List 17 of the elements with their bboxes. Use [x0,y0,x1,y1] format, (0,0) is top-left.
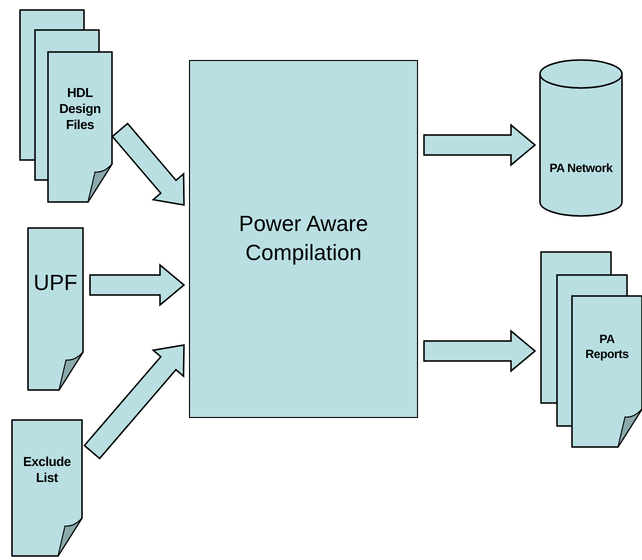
node-label: PA Reports [584,332,630,362]
database-cylinder [540,60,622,216]
document-shape [12,420,82,556]
node-label: HDL Design Files [58,84,102,134]
node-label: Exclude List [22,454,72,486]
block-arrow [83,344,185,460]
block-arrow [89,263,186,307]
document-stack [20,10,112,202]
block-arrow [423,123,536,167]
node-label: UPF [34,269,78,297]
node-label: PA Network [549,160,612,176]
block-arrow [111,122,185,206]
document-stack [541,252,642,447]
node-label: Power Aware Compilation [238,210,370,267]
process-box [189,60,418,418]
document-shape [28,228,83,390]
block-arrow [423,329,536,373]
